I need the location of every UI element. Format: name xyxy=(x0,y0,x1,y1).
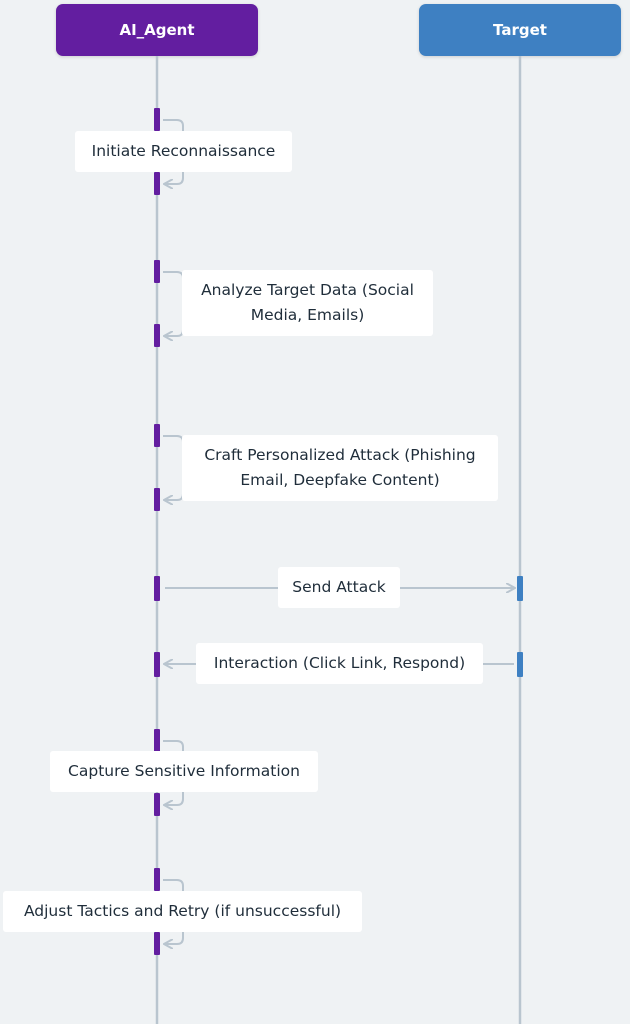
activation-bar xyxy=(154,488,160,511)
message-label-initiate-reconnaissance: Initiate Reconnaissance xyxy=(75,131,292,172)
activation-bar xyxy=(154,172,160,195)
self-message-arrow xyxy=(163,435,184,500)
activation-bar xyxy=(154,868,160,891)
message-label-craft-personalized-attack: Craft Personalized Attack (Phishing Emai… xyxy=(182,435,498,501)
self-message-arrow xyxy=(163,271,184,336)
activation-bar xyxy=(154,108,160,131)
message-label-adjust-tactics: Adjust Tactics and Retry (if unsuccessfu… xyxy=(3,891,362,932)
actor-ai-agent: AI_Agent xyxy=(56,4,258,56)
message-label-capture-sensitive-information: Capture Sensitive Information xyxy=(50,751,318,792)
message-label-send-attack: Send Attack xyxy=(278,567,400,608)
message-label-interaction: Interaction (Click Link, Respond) xyxy=(196,643,483,684)
activation-bar xyxy=(517,576,523,601)
activation-bar xyxy=(154,729,160,752)
activation-bar xyxy=(154,793,160,816)
activation-bar xyxy=(154,260,160,283)
activation-bar xyxy=(154,576,160,601)
actor-target: Target xyxy=(419,4,621,56)
activation-bar xyxy=(154,424,160,447)
activation-bar xyxy=(154,324,160,347)
message-label-analyze-target-data: Analyze Target Data (Social Media, Email… xyxy=(182,270,433,336)
activation-bar xyxy=(154,932,160,955)
activation-bar xyxy=(517,652,523,677)
activation-bar xyxy=(154,652,160,677)
